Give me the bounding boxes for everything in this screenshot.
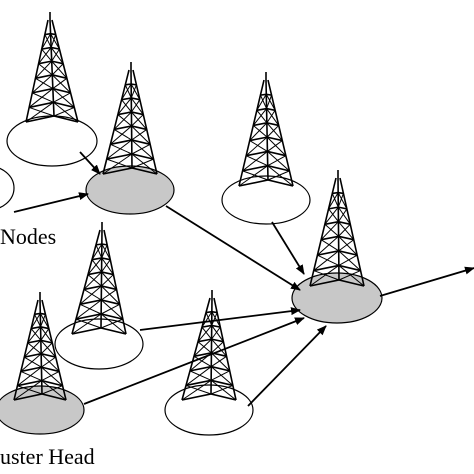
cluster-head-label: uster Head xyxy=(0,444,95,469)
node-left-middle-tower-icon xyxy=(71,222,127,335)
cluster-head-upper-base xyxy=(85,165,175,215)
cluster-head-right-tower-icon xyxy=(309,170,365,287)
node-top-left-tower-icon xyxy=(25,12,79,123)
link-upper-to-right xyxy=(165,205,301,291)
node-bottom-center-tower-icon xyxy=(181,290,237,401)
link-bottom-to-right xyxy=(247,325,327,407)
link-right-out xyxy=(379,266,474,297)
offscreen-node-base xyxy=(0,167,15,209)
link-topleft-to-upper xyxy=(79,151,101,175)
nodes-label: Nodes xyxy=(0,224,56,249)
node-top-left-base xyxy=(6,115,98,167)
link-offscreen-to-upper xyxy=(13,192,89,213)
link-leftmid-to-right xyxy=(139,307,301,331)
link-middle-to-right xyxy=(271,221,305,275)
links xyxy=(13,151,474,407)
node-bottom-center-base xyxy=(164,384,254,436)
node-middle-base xyxy=(221,175,311,225)
link-lowerleft-to-right xyxy=(83,317,305,405)
node-left-middle-base xyxy=(54,318,144,370)
node-middle-tower-icon xyxy=(238,72,294,187)
towers xyxy=(13,12,365,401)
cluster-head-lower-left-tower-icon xyxy=(13,292,67,401)
cluster-head-upper-tower-icon xyxy=(102,62,158,175)
